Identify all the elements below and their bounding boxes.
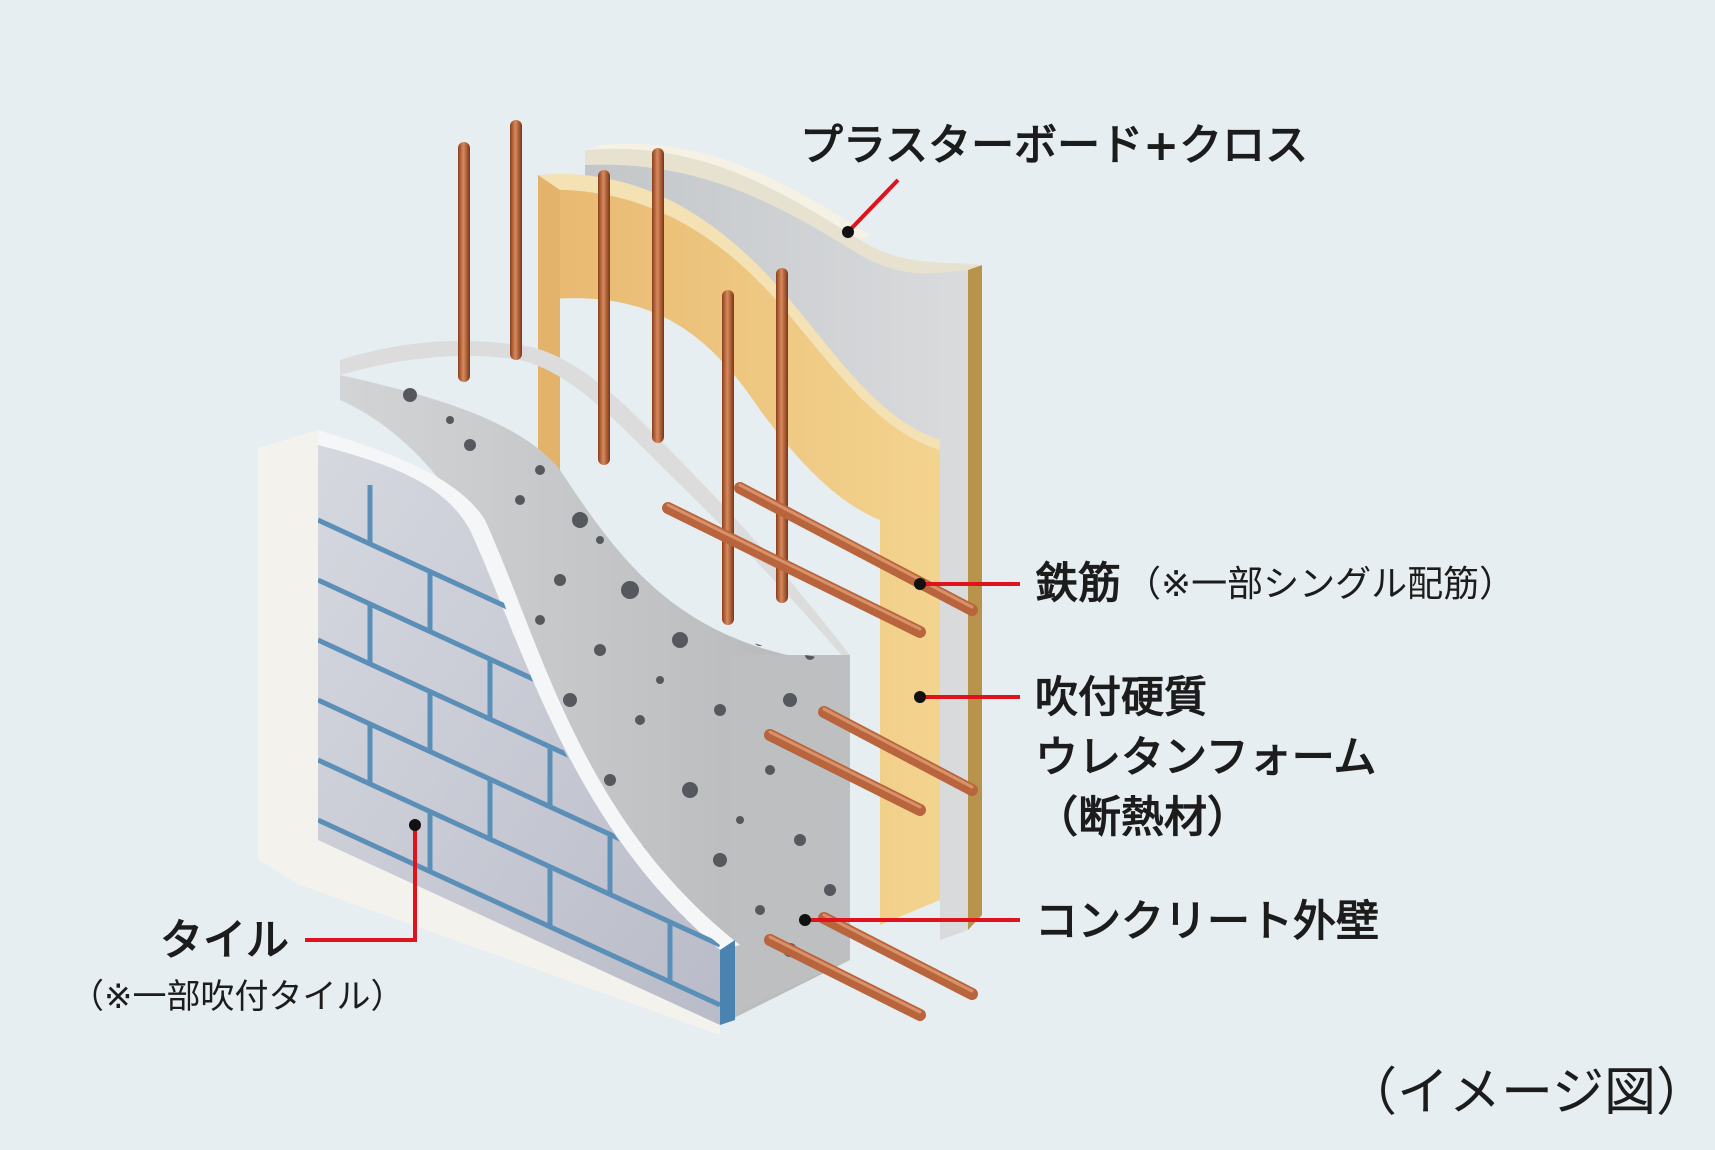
leader-tile	[305, 825, 417, 942]
rebar-horizontal	[734, 482, 978, 616]
marker-tile	[409, 819, 421, 831]
rebar-horizontal	[818, 706, 978, 796]
rebar-vertical	[510, 120, 522, 360]
leader-plasterboard	[846, 178, 900, 234]
label-concrete: コンクリート外壁	[1035, 897, 1379, 947]
rebar-vertical	[722, 290, 734, 625]
label-insulation-2: ウレタンフォーム	[1035, 733, 1376, 783]
label-rebar-note: （※一部シングル配筋）	[1125, 564, 1515, 605]
rebar-vertical	[776, 268, 788, 603]
label-insulation-3: （断熱材）	[1035, 793, 1250, 843]
marker-rebar	[914, 578, 926, 590]
label-rebar: 鉄筋	[1035, 559, 1121, 609]
base-shadow	[258, 430, 720, 1035]
label-insulation-1: 吹付硬質	[1035, 673, 1207, 723]
marker-concrete	[799, 914, 811, 926]
label-tile: タイル	[160, 916, 289, 966]
rebar-vertical	[652, 148, 664, 443]
rebar-vertical	[598, 170, 610, 465]
rebar-horizontal	[818, 912, 978, 1000]
rebar-horizontal	[662, 502, 926, 638]
rebar-vertical	[458, 142, 470, 382]
label-tile-note: （※一部吹付タイル）	[70, 977, 405, 1017]
marker-insulation	[914, 691, 926, 703]
plasterboard-layer	[585, 143, 982, 941]
leader-lines	[305, 178, 1020, 942]
rebar-horizontal	[764, 729, 926, 816]
label-plasterboard: プラスターボード+クロス	[800, 121, 1308, 171]
caption-image-note: （イメージ図）	[1345, 1063, 1708, 1123]
marker-plasterboard	[842, 226, 854, 238]
rebar-group	[458, 120, 978, 1021]
rebar-horizontal	[764, 934, 926, 1021]
